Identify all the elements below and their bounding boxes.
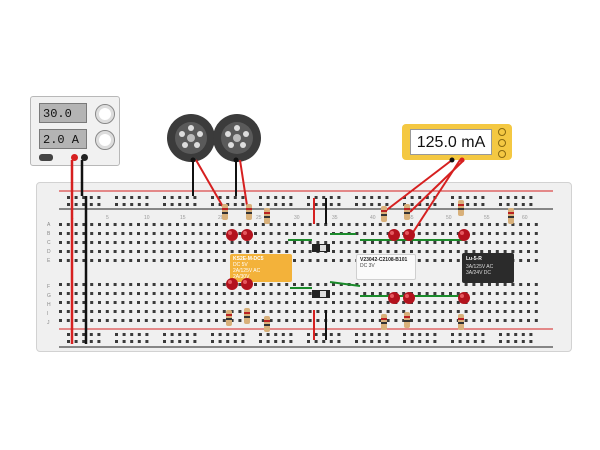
row-letter: H bbox=[47, 302, 51, 308]
column-number: 35 bbox=[332, 215, 338, 221]
led-icon[interactable] bbox=[241, 229, 253, 241]
resistor-icon[interactable] bbox=[404, 312, 410, 328]
relay-v23042[interactable]: V23042-C2108-B101 DC 3V bbox=[356, 254, 416, 280]
row-letter: F bbox=[47, 284, 51, 290]
resistor-icon[interactable] bbox=[222, 204, 228, 220]
column-number: 10 bbox=[144, 215, 150, 221]
motor-wire[interactable] bbox=[195, 159, 227, 213]
column-number: 40 bbox=[370, 215, 376, 221]
led-icon[interactable] bbox=[388, 229, 400, 241]
positive-terminal-icon[interactable] bbox=[71, 154, 78, 161]
relay-part-label: KS2E-M-DC5 bbox=[233, 256, 264, 262]
ammeter[interactable]: 125.0 mA bbox=[402, 124, 512, 160]
column-number: 20 bbox=[218, 215, 224, 221]
resistor-icon[interactable] bbox=[381, 314, 387, 330]
column-number: 45 bbox=[408, 215, 414, 221]
relay-part-label: Lu-5-R bbox=[466, 256, 482, 262]
led-icon[interactable] bbox=[226, 278, 238, 290]
motor-wire[interactable] bbox=[239, 159, 249, 213]
row-letters-bottom: F G H I J bbox=[47, 283, 51, 328]
row-letter: C bbox=[47, 240, 51, 246]
led-icon[interactable] bbox=[388, 292, 400, 304]
column-number: 25 bbox=[256, 215, 262, 221]
motor-icon[interactable] bbox=[167, 114, 215, 162]
resistor-icon[interactable] bbox=[244, 308, 250, 324]
column-number: 55 bbox=[484, 215, 490, 221]
resistor-icon[interactable] bbox=[508, 208, 514, 224]
column-number: 15 bbox=[180, 215, 186, 221]
ammeter-knob-icon[interactable] bbox=[498, 139, 506, 147]
relay-part-label: V23042-C2108-B101 bbox=[360, 257, 408, 263]
jumper-wire[interactable] bbox=[329, 281, 361, 287]
led-icon[interactable] bbox=[241, 278, 253, 290]
relay-spec: 2A/30V bbox=[233, 274, 250, 280]
motors bbox=[167, 114, 261, 162]
column-number: 30 bbox=[294, 215, 300, 221]
led-icon[interactable] bbox=[458, 292, 470, 304]
relay-ks2e[interactable]: KS2E-M-DC5 DC 5V 2A/125V AC 2A/30V bbox=[230, 254, 292, 282]
row-letter: B bbox=[47, 231, 51, 237]
row-letters-top: A B C D E bbox=[47, 221, 51, 266]
ammeter-wire[interactable] bbox=[409, 159, 465, 213]
column-number: 60 bbox=[522, 215, 528, 221]
row-letter: G bbox=[47, 293, 51, 299]
resistor-icon[interactable] bbox=[404, 204, 410, 220]
relay-spec: DC 5V bbox=[233, 262, 248, 268]
row-letter: E bbox=[47, 258, 51, 264]
column-number: 50 bbox=[446, 215, 452, 221]
led-icon[interactable] bbox=[403, 229, 415, 241]
relay-spec: 3A/125V AC bbox=[466, 264, 494, 270]
negative-terminal-icon[interactable] bbox=[81, 154, 88, 161]
row-letter: I bbox=[47, 311, 49, 317]
power-switch[interactable] bbox=[39, 154, 53, 161]
resistor-icon[interactable] bbox=[246, 204, 252, 220]
relay-spec: 2A/125V AC bbox=[233, 268, 261, 274]
ammeter-knob-icon[interactable] bbox=[498, 128, 506, 136]
led-icon[interactable] bbox=[458, 229, 470, 241]
led-icon[interactable] bbox=[403, 292, 415, 304]
ammeter-knob-icon[interactable] bbox=[498, 150, 506, 158]
resistor-icon[interactable] bbox=[381, 206, 387, 222]
power-supply[interactable]: 30.0 V 2.0 A bbox=[30, 96, 120, 166]
relay-spec: 3A/24V DC bbox=[466, 270, 492, 276]
relay-lu5r[interactable]: Lu-5-R 3A/125V AC 3A/24V DC bbox=[462, 253, 514, 283]
ammeter-display: 125.0 mA bbox=[410, 129, 492, 155]
resistor-icon[interactable] bbox=[458, 200, 464, 216]
ammeter-wire[interactable] bbox=[383, 159, 453, 213]
motor-icon[interactable] bbox=[213, 114, 261, 162]
resistor-icon[interactable] bbox=[226, 310, 232, 326]
resistor-icon[interactable] bbox=[458, 314, 464, 330]
voltage-knob[interactable] bbox=[95, 104, 115, 124]
current-knob[interactable] bbox=[95, 130, 115, 150]
relay-spec: DC 3V bbox=[360, 263, 375, 269]
resistor-icon[interactable] bbox=[264, 316, 270, 332]
led-icon[interactable] bbox=[226, 229, 238, 241]
row-letter: A bbox=[47, 222, 51, 228]
row-letter: J bbox=[47, 320, 50, 326]
resistor-icon[interactable] bbox=[264, 208, 270, 224]
current-display: 2.0 A bbox=[39, 129, 87, 149]
column-number: 5 bbox=[106, 215, 109, 221]
row-letter: D bbox=[47, 249, 51, 255]
